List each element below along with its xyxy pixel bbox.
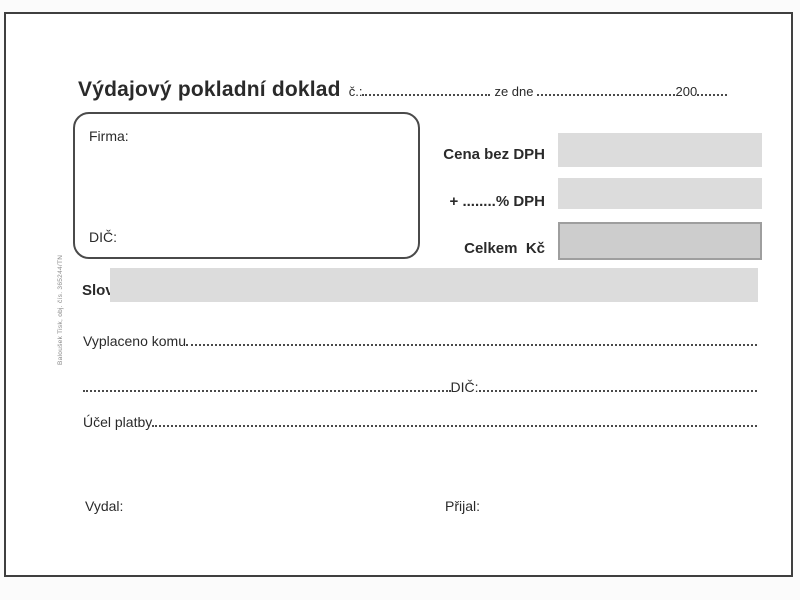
total-czk-field[interactable] xyxy=(558,222,762,260)
purpose-field[interactable] xyxy=(152,413,757,427)
document-number-label: č.: xyxy=(348,84,363,99)
vat-rate-label: + ........% DPH xyxy=(449,193,545,210)
price-without-vat-label: Cena bez DPH xyxy=(443,146,545,163)
received-by-label: Přijal: xyxy=(445,498,481,514)
recipient-tax-id-row: DIČ: xyxy=(83,378,757,395)
recipient-tax-id-label: DIČ: xyxy=(450,379,479,395)
vat-amount-field[interactable] xyxy=(558,178,762,209)
document-number-field[interactable] xyxy=(362,82,491,96)
paid-to-field-continued[interactable] xyxy=(83,378,451,392)
company-label: Firma: xyxy=(89,128,129,144)
price-without-vat-field[interactable] xyxy=(558,133,762,167)
recipient-tax-id-field[interactable] xyxy=(478,378,757,392)
amount-in-words-field[interactable] xyxy=(110,268,758,302)
total-czk-label: Celkem Kč xyxy=(464,240,545,257)
form-header: Výdajový pokladní doklad č.: ze dne 200 xyxy=(78,78,756,102)
date-field[interactable] xyxy=(537,82,676,96)
year-prefix: 200 xyxy=(675,84,698,99)
payer-tax-id-label: DIČ: xyxy=(89,229,117,245)
purpose-label: Účel platby xyxy=(83,414,153,430)
paid-to-label: Vyplaceno komu xyxy=(83,333,186,349)
form-title: Výdajový pokladní doklad xyxy=(78,78,341,101)
purpose-row: Účel platby xyxy=(83,413,757,430)
issued-by-label: Vydal: xyxy=(85,498,124,514)
payer-box[interactable]: Firma: DIČ: xyxy=(73,112,420,259)
paid-to-row: Vyplaceno komu xyxy=(83,332,757,349)
paid-to-field[interactable] xyxy=(185,332,757,346)
printer-mark: Baloušek Tisk, obj. čís. 365244/TN xyxy=(57,254,64,365)
year-field[interactable] xyxy=(697,82,728,96)
date-label: ze dne xyxy=(494,84,534,99)
